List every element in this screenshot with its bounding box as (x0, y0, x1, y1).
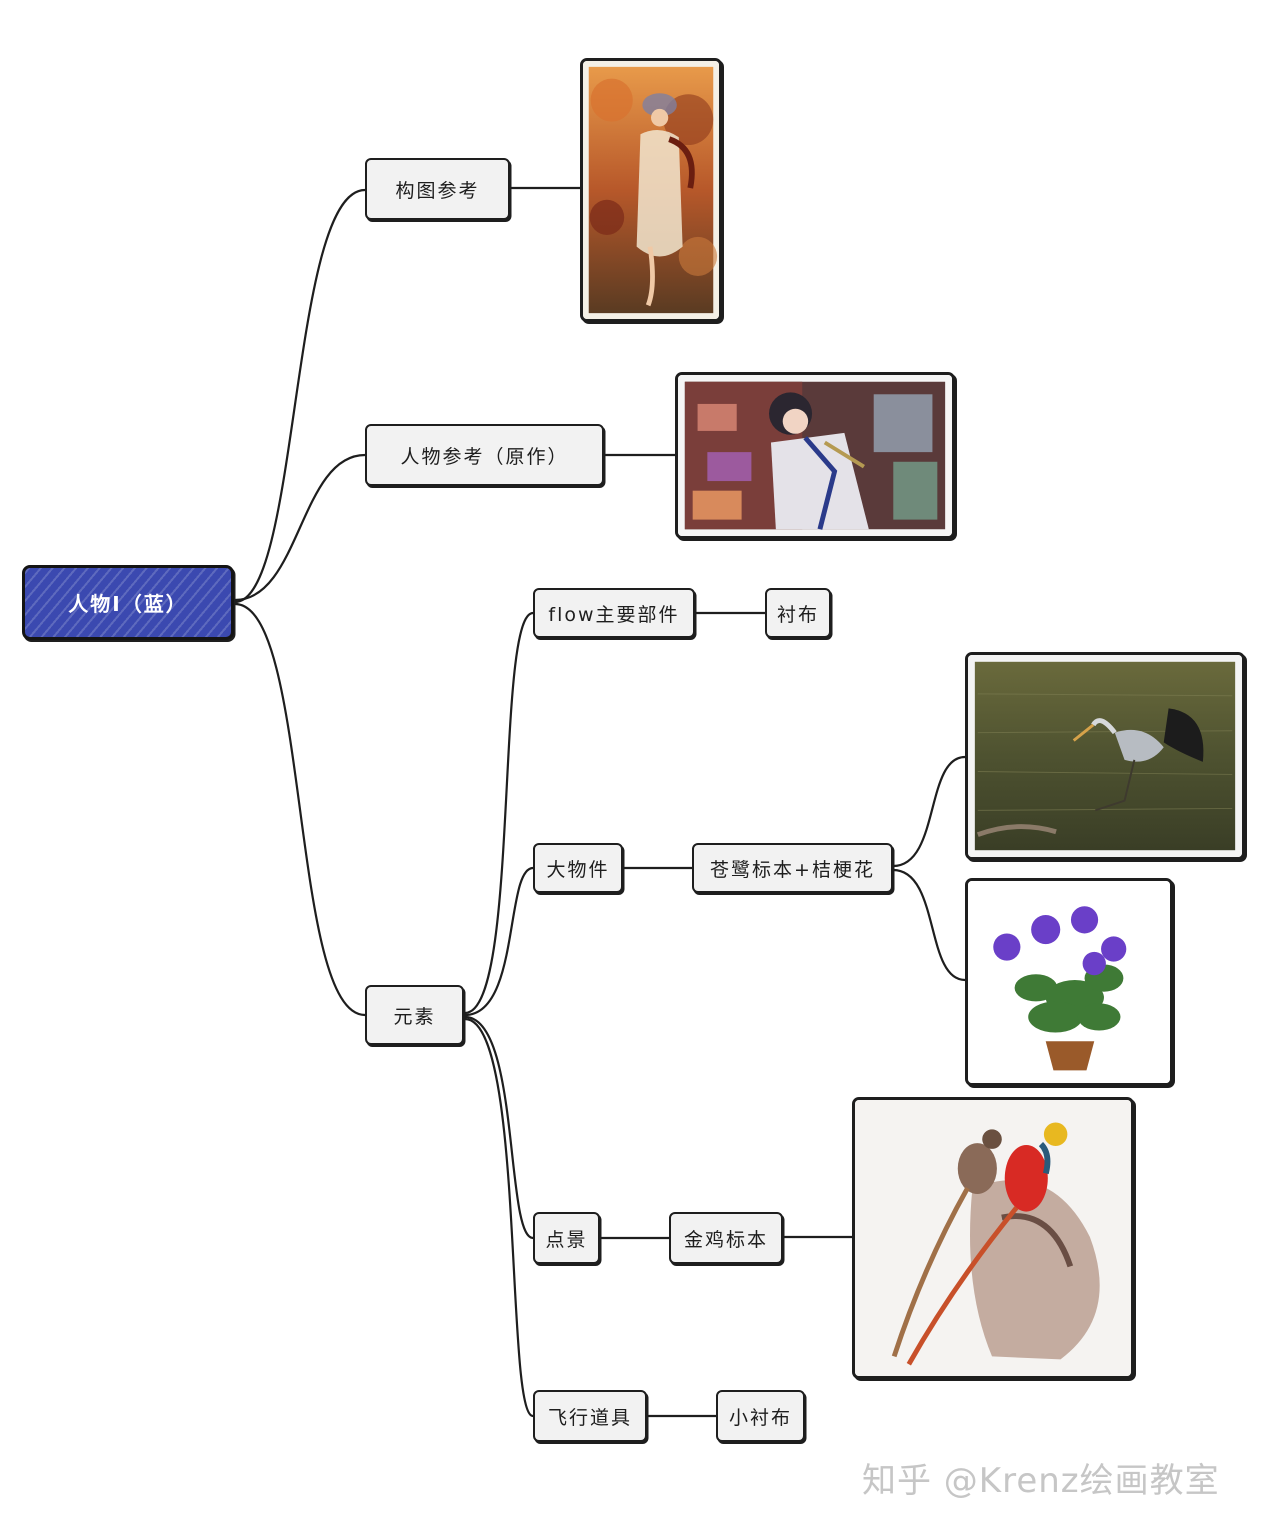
node-elements[interactable]: 元素 (365, 985, 464, 1045)
node-label: 衬布 (776, 603, 819, 626)
node-label: 苍鹭标本+桔梗花 (710, 858, 875, 881)
node-label: 飞行道具 (547, 1406, 632, 1429)
node-label: 小衬布 (728, 1406, 792, 1429)
bellflower-image[interactable] (965, 878, 1173, 1086)
character-reference-image[interactable] (675, 372, 955, 539)
node-golden-pheasant[interactable]: 金鸡标本 (669, 1212, 783, 1264)
node-label: 元素 (393, 1005, 436, 1028)
node-big-items[interactable]: 大物件 (533, 843, 623, 893)
golden-pheasant-image[interactable] (852, 1097, 1134, 1379)
node-label: 金鸡标本 (683, 1228, 768, 1251)
link-root-character (233, 453, 367, 602)
link-elements-flying (463, 1017, 535, 1418)
link-heron-flower-image (891, 868, 967, 982)
watermark: 知乎 @Krenz绘画教室 (862, 1461, 1220, 1501)
root-node-label: 人物I（蓝） (68, 592, 188, 616)
node-heron-bellflower[interactable]: 苍鹭标本+桔梗花 (692, 843, 893, 893)
node-label: 人物参考（原作） (400, 445, 569, 468)
node-flying-props[interactable]: 飞行道具 (533, 1390, 647, 1442)
composition-reference-image[interactable] (580, 58, 722, 322)
link-elements-bigitems (463, 866, 535, 1017)
node-flow-parts[interactable]: flow主要部件 (533, 588, 695, 638)
heron-image[interactable] (965, 652, 1245, 860)
node-label: 大物件 (546, 858, 610, 881)
root-node[interactable]: 人物I（蓝） (22, 565, 234, 640)
node-cloth[interactable]: 衬布 (765, 588, 831, 638)
link-elements-scenery (463, 1015, 535, 1240)
link-root-composition (233, 188, 367, 604)
node-label: flow主要部件 (548, 603, 680, 626)
node-character-reference[interactable]: 人物参考（原作） (365, 424, 604, 486)
link-root-elements (233, 602, 367, 1017)
link-heron-image (891, 755, 967, 868)
node-label: 构图参考 (395, 179, 480, 202)
node-small-cloth[interactable]: 小衬布 (716, 1390, 805, 1442)
link-elements-flow (463, 611, 535, 1015)
node-label: 点景 (545, 1228, 588, 1251)
node-scenery[interactable]: 点景 (533, 1212, 600, 1264)
node-composition-reference[interactable]: 构图参考 (365, 158, 510, 220)
